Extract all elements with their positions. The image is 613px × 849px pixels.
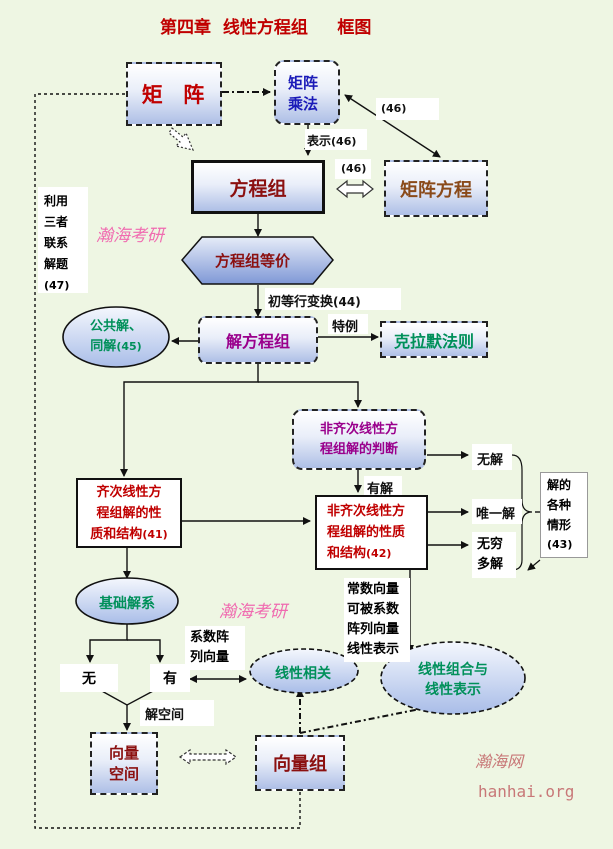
vector-space-node: 向量空间 — [90, 732, 158, 795]
elementary-ops-label: 初等行变换(44) — [268, 295, 361, 310]
infinite-solutions-label-box — [472, 532, 516, 578]
special-case-label: 特例 — [332, 320, 359, 335]
site-watermark-en: hanhai.org — [478, 782, 575, 801]
ref-label-box — [376, 98, 439, 120]
basic-solution-node: 基础解系 — [99, 596, 155, 612]
has-solution-label: 有解 — [367, 482, 394, 497]
page-title: 第四章 线性方程组 框图 — [160, 18, 372, 38]
infinite-solutions-label: 无穷多解 — [477, 537, 504, 572]
vector-group-node: 向量组 — [255, 735, 345, 791]
common-solution-node: 公共解、 同解(45) — [89, 319, 142, 354]
constant-vector-label-box — [344, 578, 410, 662]
linear-combination-node: 线性组合与线性表示 — [418, 662, 488, 698]
matrix-multiplication-node: 矩阵乘法 — [274, 60, 340, 125]
linear-dependence-node: 线性相关 — [275, 666, 331, 682]
solve-node: 解方程组 — [198, 316, 318, 364]
special-case-label-box — [328, 314, 368, 334]
none-node: 无 — [60, 664, 118, 692]
ref-label-mid-box — [335, 159, 371, 179]
no-solution-label: 无解 — [477, 453, 504, 468]
ref-label-mid: (46) — [341, 162, 367, 175]
solution-cases-box — [540, 472, 588, 558]
site-watermark-cn: 瀚海网 — [475, 752, 524, 771]
watermark-text: 瀚海考研 — [96, 226, 164, 246]
coefficient-columns-label-box — [185, 626, 245, 670]
unique-solution-label: 唯一解 — [476, 507, 516, 522]
equivalence-node: 方程组等价 — [215, 252, 291, 270]
nonhomogeneous-judgement-node: 非齐次线性方程组解的判断 — [292, 409, 426, 470]
solution-cases-label: 解的各种情形 (43) — [547, 478, 573, 551]
ref-label: (46) — [381, 102, 407, 115]
no-solution-label-box — [472, 444, 512, 470]
equation-system-node: 方程组 — [191, 160, 325, 214]
represent-label-box — [305, 129, 367, 150]
use-three-label-box — [38, 187, 88, 293]
use-three-label: 利用 三者 联系 解题 (47) — [44, 194, 70, 292]
solution-space-label-box — [140, 700, 214, 726]
unique-solution-label-box — [472, 499, 522, 524]
cramer-node: 克拉默法则 — [380, 321, 488, 358]
solution-space-label: 解空间 — [145, 708, 185, 723]
have-node: 有 — [150, 664, 190, 692]
represent-label: 表示(46) — [307, 134, 357, 148]
matrix-node: 矩 阵 — [126, 62, 222, 126]
homogeneous-structure-node: 齐次线性方程组解的性 质和结构(41) — [76, 478, 182, 548]
matrix-equation-node: 矩阵方程 — [384, 160, 488, 217]
constant-vector-label: 常数向量可被系数 阵列向量线性表示 — [347, 582, 400, 657]
nonhomogeneous-structure-node: 非齐次线性方程组解的性质 和结构(42) — [315, 495, 428, 570]
has-solution-label-box — [364, 476, 402, 496]
elementary-ops-label-box — [265, 288, 401, 310]
coefficient-columns-label: 系数阵列向量 — [190, 630, 230, 665]
watermark-text: 瀚海考研 — [219, 602, 287, 622]
